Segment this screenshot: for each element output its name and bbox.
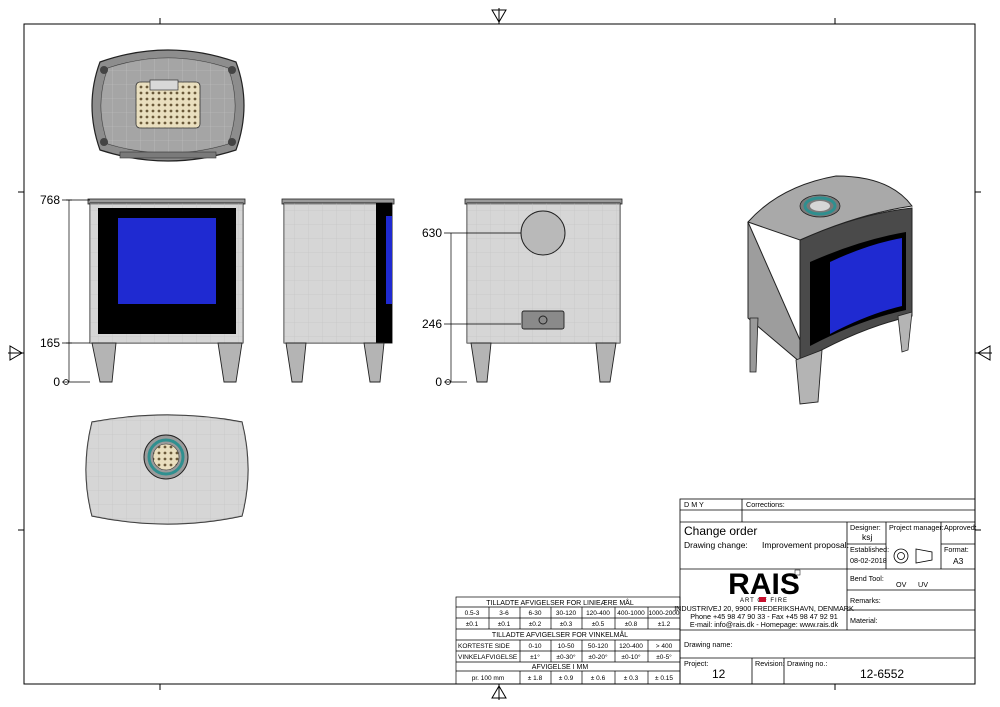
tb-designer-value: ksj	[862, 532, 873, 542]
dim-front-leg-height: 165	[40, 336, 60, 350]
tb-format-label: Format:	[944, 545, 969, 554]
tol-linear-title: TILLADTE AFVIGELSER FOR LINIEÆRE MÅL	[486, 598, 634, 607]
tb-improvement-proposal: Improvement proposal:	[762, 540, 849, 550]
side-view	[281, 198, 395, 383]
tol-flatness-value: ± 0.3	[624, 675, 639, 682]
tb-project-label: Project:	[684, 659, 708, 668]
leg	[285, 342, 307, 383]
tol-flatness-value: ± 1.8	[528, 675, 543, 682]
plan-view	[85, 414, 249, 525]
tol-linear-range: 30-120	[556, 610, 577, 617]
company-logo: RAIS ART OF FIRE	[728, 568, 801, 604]
projection-symbol-icon	[893, 548, 933, 564]
leg	[470, 342, 492, 383]
tol-shortest-side-label: KORTESTE SIDE	[458, 643, 511, 650]
isometric-view	[747, 175, 913, 405]
tol-linear-value: ±0.1	[466, 621, 479, 628]
tol-linear-value: ±1.2	[658, 621, 671, 628]
glass-window	[118, 218, 216, 304]
tb-remarks-label: Remarks:	[850, 596, 881, 605]
tol-linear-value: ±0.2	[529, 621, 542, 628]
tol-linear-range: 120-400	[586, 610, 610, 617]
flue-outlet	[520, 210, 566, 256]
leg	[595, 342, 617, 383]
tb-revision-label: Revision:	[755, 659, 785, 668]
tol-linear-range: 0.5-3	[465, 610, 480, 617]
tol-linear-range: 3-6	[499, 610, 509, 617]
leg	[217, 342, 243, 383]
leg	[363, 342, 385, 383]
tol-linear-range: 6-30	[528, 610, 541, 617]
logo-text: RAIS	[728, 568, 800, 601]
tb-bend-tool-ov: OV	[896, 580, 907, 589]
tol-angular-range: 50-120	[588, 643, 609, 650]
tol-linear-value: ±0.1	[498, 621, 511, 628]
company-phone: Phone +45 98 47 90 33 - Fax +45 98 47 92…	[690, 612, 837, 621]
tol-angular-value: ±0-20°	[588, 653, 608, 661]
tb-project-value: 12	[712, 667, 726, 681]
tb-bend-tool-label: Bend Tool:	[850, 574, 884, 583]
tol-linear-value: ±0.8	[625, 621, 638, 628]
dim-front-height: 768	[40, 193, 60, 207]
tol-flatness-label: pr. 100 mm	[472, 675, 505, 682]
tol-angular-value: ±0-30°	[556, 653, 576, 661]
tb-drawing-name-label: Drawing name:	[684, 640, 732, 649]
tol-linear-value: ±0.5	[592, 621, 605, 628]
dim-rear-zero: 0	[435, 375, 442, 389]
rear-view	[464, 198, 623, 383]
tb-format-value: A3	[953, 556, 964, 566]
tol-angular-value: ±0-5°	[656, 653, 672, 661]
tb-dmy: D M Y	[684, 500, 704, 509]
tb-material-label: Material:	[850, 616, 878, 625]
iso-flue-ring	[803, 196, 837, 216]
tol-flatness-value: ± 0.15	[655, 675, 673, 682]
dim-front-zero: 0	[53, 375, 60, 389]
top-view	[91, 49, 245, 162]
tb-approved-label: Approved:	[944, 523, 977, 532]
tol-angular-title: TILLADTE AFVIGELSER FOR VINKELMÅL	[492, 630, 628, 639]
title-block	[679, 498, 976, 685]
centering-marks	[8, 8, 992, 700]
tb-bend-tool-uv: UV	[918, 580, 928, 589]
tb-drawing-no-label: Drawing no.:	[787, 659, 827, 668]
tol-linear-range: 400-1000	[617, 610, 645, 617]
flue-ring	[147, 438, 185, 476]
tb-corrections: Corrections:	[746, 500, 785, 509]
tb-drawing-no-value: 12-6552	[860, 667, 904, 681]
dim-flue-height: 630	[422, 226, 442, 240]
tb-project-manager-label: Project manager:	[889, 523, 944, 532]
front-view	[87, 198, 246, 383]
tb-designer-label: Designer:	[850, 523, 881, 532]
tol-linear-range: 1000-2000	[648, 610, 679, 617]
tol-angle-deviation-label: VINKELAFVIGELSE	[458, 654, 518, 661]
company-web: E-mail: info@rais.dk - Homepage: www.rai…	[690, 620, 839, 629]
tb-established-value: 08-02-2018	[850, 556, 887, 565]
dim-inlet-height: 246	[422, 317, 442, 331]
tb-change-order: Change order	[684, 524, 757, 538]
tol-linear-value: ±0.3	[560, 621, 573, 628]
front-dimensions	[62, 199, 90, 385]
tol-angular-value: ±1°	[530, 653, 540, 661]
tol-flatness-value: ± 0.9	[559, 675, 574, 682]
leg	[91, 342, 117, 383]
tol-flatness-value: ± 0.6	[591, 675, 606, 682]
tol-angular-range: 10-50	[558, 643, 575, 650]
tol-angular-range: 0-10	[528, 643, 541, 650]
iso-glass-window	[830, 238, 902, 334]
tol-angular-value: ±0-10°	[621, 653, 641, 661]
company-address: INDUSTRIVEJ 20, 9900 FREDERIKSHAVN, DENM…	[674, 604, 854, 613]
tol-angular-range: > 400	[656, 643, 673, 650]
tol-angular-range: 120-400	[619, 643, 643, 650]
rear-dimensions	[444, 232, 521, 385]
tb-drawing-change: Drawing change:	[684, 540, 748, 550]
tol-flatness-title: AFVIGELSE I MM	[532, 664, 589, 671]
air-inlet	[521, 310, 565, 330]
tb-established-label: Established:	[850, 545, 889, 554]
